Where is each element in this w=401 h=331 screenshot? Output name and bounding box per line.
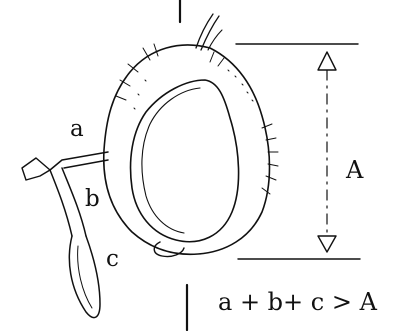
mouthpart-segment-a xyxy=(50,152,108,170)
formula-text: a + b+ c > A xyxy=(218,290,377,314)
antenna-bristle xyxy=(201,16,219,50)
head-capsule-outline xyxy=(104,45,270,254)
eye-inner-contour xyxy=(142,88,200,233)
head-setae xyxy=(116,44,278,194)
mouthpart-inner-line xyxy=(78,246,92,308)
mouthpart-segment-c xyxy=(69,236,100,318)
label-height-A: A xyxy=(346,158,363,182)
mouthpart-segment-b xyxy=(50,168,86,236)
dimension-arrow-down xyxy=(318,236,336,252)
antenna-bristle xyxy=(208,30,222,50)
compound-eye-outline xyxy=(131,80,239,242)
label-a: a xyxy=(70,118,84,141)
dimension-arrow-up xyxy=(318,52,336,70)
label-b: b xyxy=(85,188,100,211)
label-c: c xyxy=(106,248,119,271)
mouthpart-joint xyxy=(22,158,50,180)
